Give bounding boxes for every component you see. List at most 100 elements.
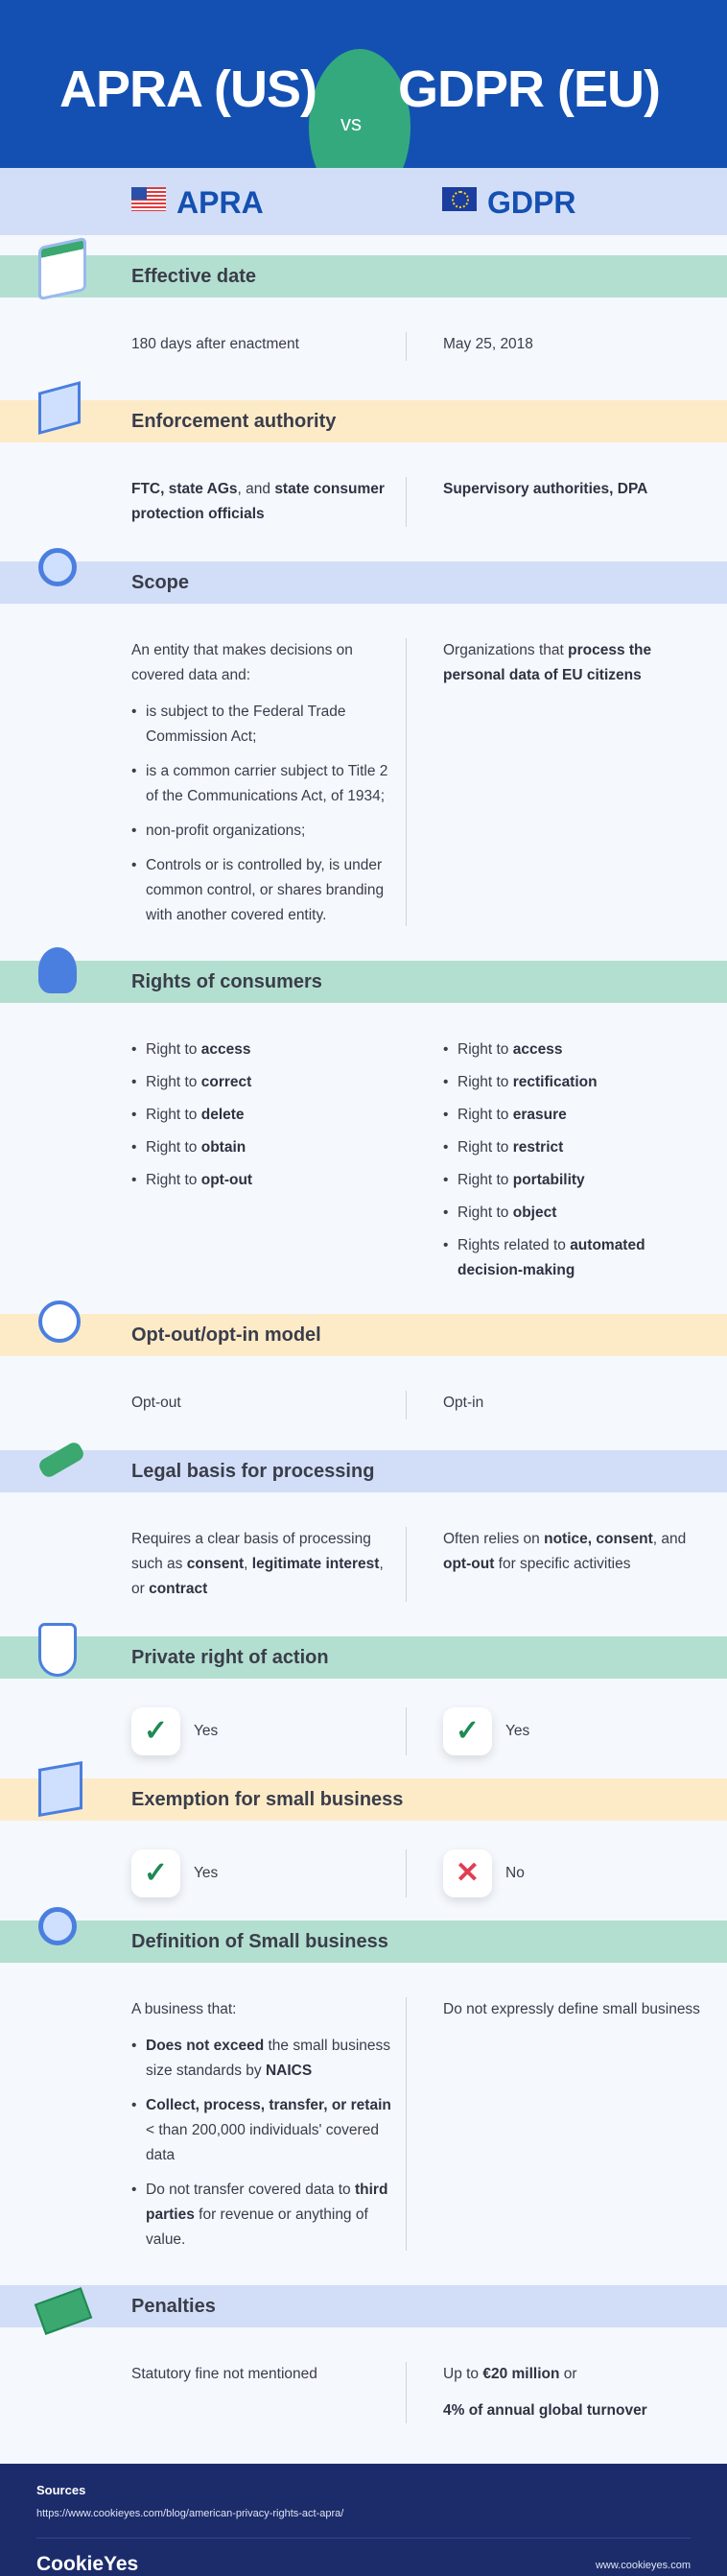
list-item: Controls or is controlled by, is under c… (131, 853, 398, 928)
bold-text: object (512, 1205, 557, 1221)
list-item: is a common carrier subject to Title 2 o… (131, 759, 398, 809)
apra-column: Requires a clear basis of processing suc… (131, 1527, 398, 1613)
paragraph: Supervisory authorities, DPA (443, 477, 707, 502)
text: non-profit organizations; (146, 823, 306, 839)
text: , or (131, 1556, 384, 1597)
bold-text: opt-out (443, 1556, 495, 1572)
check-icon: ✓ (443, 1707, 492, 1755)
paragraph: May 25, 2018 (443, 332, 707, 357)
paragraph: FTC, state AGs, and state consumer prote… (131, 477, 398, 527)
section-band: Penalties (0, 2285, 727, 2327)
gdpr-column: May 25, 2018 (443, 332, 707, 369)
text: Right to (457, 1107, 513, 1123)
section-title: Legal basis for processing (131, 1461, 375, 1482)
column-label-apra: APRA (176, 185, 264, 220)
website-link[interactable]: www.cookieyes.com (595, 2560, 691, 2571)
bold-text: NAICS (265, 2063, 313, 2079)
source-link[interactable]: https://www.cookieyes.com/blog/american-… (36, 2508, 344, 2519)
section-title: Enforcement authority (131, 411, 337, 432)
shield-user-icon (38, 1623, 77, 1677)
paragraph: Opt-in (443, 1391, 707, 1416)
list-item: Right to erasure (443, 1103, 707, 1128)
bold-text: notice, consent (544, 1531, 653, 1547)
status-yes: ✓Yes (131, 1707, 398, 1755)
section-band: Opt-out/opt-in model (0, 1314, 727, 1356)
list-item: Right to portability (443, 1168, 707, 1193)
bold-text: delete (200, 1107, 245, 1123)
section-band: Enforcement authority (0, 400, 727, 442)
section-title: Effective date (131, 266, 257, 287)
shop-icon (38, 1760, 82, 1818)
gdpr-column: ✕No (443, 1849, 707, 1897)
column-divider (406, 638, 407, 926)
text: An entity that makes decisions on covere… (131, 642, 353, 683)
list-item: Right to object (443, 1201, 707, 1226)
text: Right to (146, 1107, 201, 1123)
text: Statutory fine not mentioned (131, 2366, 317, 2382)
text: Up to (443, 2366, 483, 2382)
text: , and (652, 1531, 687, 1547)
bold-text: Does not exceed (146, 2038, 265, 2054)
gdpr-column: Often relies on notice, consent, and opt… (443, 1527, 707, 1588)
text: Opt-in (443, 1395, 484, 1411)
gdpr-column: Opt-in (443, 1391, 707, 1427)
text: Often relies on (443, 1531, 545, 1547)
paragraph: An entity that makes decisions on covere… (131, 638, 398, 688)
paragraph: A business that: (131, 1997, 398, 2022)
section-band: Effective date (0, 255, 727, 298)
paragraph: Often relies on notice, consent, and opt… (443, 1527, 707, 1577)
magnifier-shop-icon (38, 1907, 77, 1945)
text: Right to (146, 1041, 201, 1058)
text: Organizations that (443, 642, 569, 658)
bold-text: legitimate interest (251, 1556, 380, 1572)
text: Controls or is controlled by, is under c… (146, 857, 385, 923)
eu-flag-icon (442, 187, 477, 211)
hero-title-left: APRA (US) (59, 60, 317, 118)
paragraph: Organizations that process the personal … (443, 638, 707, 688)
bullet-list: is subject to the Federal Trade Commissi… (131, 700, 398, 928)
bold-text: process the personal data of EU citizens (443, 642, 652, 683)
gdpr-column: ✓ Yes (443, 1707, 707, 1755)
gdpr-column: Right to accessRight to rectificationRig… (443, 1038, 707, 1291)
text: Right to (457, 1074, 513, 1090)
bold-text: rectification (512, 1074, 598, 1090)
text: Opt-out (131, 1395, 181, 1411)
bold-text: access (200, 1041, 251, 1058)
bullet-list: Right to accessRight to rectificationRig… (443, 1038, 707, 1283)
list-item: Right to obtain (131, 1135, 398, 1160)
section-band: Exemption for small business (0, 1778, 727, 1821)
status-no: ✕No (443, 1849, 707, 1897)
section-title: Opt-out/opt-in model (131, 1324, 321, 1346)
apra-column: Statutory fine not mentioned (131, 2362, 398, 2398)
hero-header: APRA (US) vs GDPR (EU) (0, 0, 727, 205)
list-item: Right to access (131, 1038, 398, 1062)
status-label: Yes (194, 1723, 219, 1739)
section-band: Legal basis for processing (0, 1450, 727, 1492)
text: for revenue or anything of value. (146, 2206, 368, 2248)
section-title: Rights of consumers (131, 971, 322, 992)
column-divider (406, 1707, 407, 1755)
text: , and (237, 481, 275, 497)
sources-label: Sources (36, 2483, 86, 2497)
column-divider (406, 1997, 407, 2251)
bold-text: FTC, state AGs (131, 481, 238, 497)
list-item: is subject to the Federal Trade Commissi… (131, 700, 398, 750)
column-divider (406, 477, 407, 527)
bold-text: correct (200, 1074, 252, 1090)
status-label: Yes (505, 1723, 530, 1739)
text: Requires a clear basis of processing suc… (131, 1531, 371, 1572)
section-band: Definition of Small business (0, 1920, 727, 1963)
cursor-cancel-icon (38, 1300, 81, 1343)
section-band: Private right of action (0, 1636, 727, 1679)
vs-label: vs (340, 111, 362, 135)
text: Do not transfer covered data to (146, 2182, 355, 2198)
text: Right to (457, 1139, 513, 1156)
text: for specific activities (494, 1556, 631, 1572)
column-divider (406, 1391, 407, 1419)
column-divider (406, 332, 407, 361)
magnifier-location-icon (38, 548, 77, 586)
bold-text: restrict (512, 1139, 564, 1156)
status-label: Yes (194, 1865, 219, 1881)
paragraph: Statutory fine not mentioned (131, 2362, 398, 2387)
check-icon: ✓ (131, 1849, 180, 1897)
